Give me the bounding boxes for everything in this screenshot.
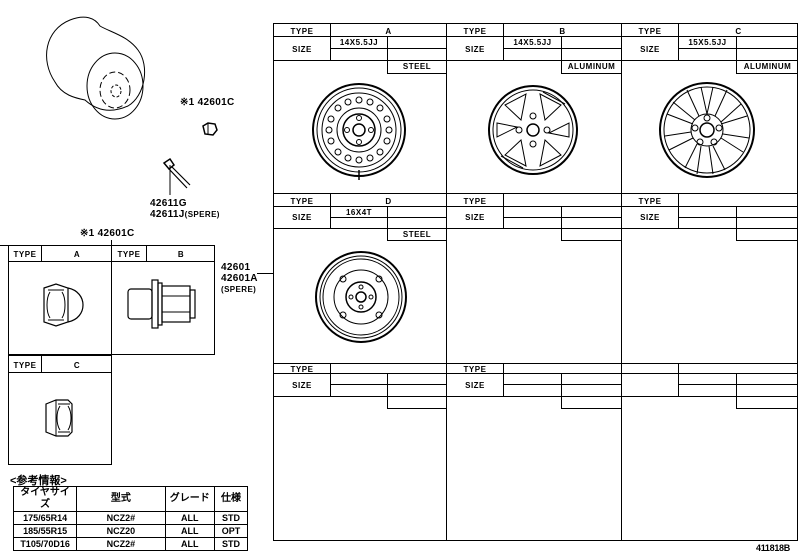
- part-number: 42611J: [150, 209, 185, 220]
- steel-wheel-icon: [312, 83, 406, 180]
- reference-table: タイヤサイズ 型式 グレード 仕様 175/65R14 NCZ2# ALL ST…: [12, 486, 249, 551]
- type-label: TYPE: [463, 197, 487, 206]
- wheel-grid: [273, 23, 798, 541]
- type-value: D: [385, 197, 392, 206]
- size-label: SIZE: [465, 45, 485, 54]
- spare-note: (SPERE): [221, 285, 257, 294]
- table-row: 175/65R14 NCZ2# ALL STD: [12, 511, 249, 525]
- nut-type-b-cell: [111, 245, 215, 355]
- cell-grade: ALL: [164, 511, 215, 525]
- cell-spec: STD: [213, 511, 249, 525]
- cell-tire-size: 185/55R15: [12, 524, 78, 538]
- size-label: SIZE: [640, 45, 660, 54]
- type-label: TYPE: [290, 365, 314, 374]
- type-value: C: [735, 27, 742, 36]
- header-tire-size: タイヤサイズ: [12, 486, 78, 512]
- lug-nut-icon: [202, 122, 218, 136]
- cell-tire-size: 175/65R14: [12, 511, 78, 525]
- type-value: B: [559, 27, 566, 36]
- type-value: C: [73, 361, 81, 370]
- part-number: 42601C: [97, 228, 135, 239]
- cell-spec: OPT: [213, 524, 249, 538]
- size-value: 15X5.5JJ: [688, 38, 727, 47]
- type-label: TYPE: [638, 197, 662, 206]
- size-value: 16X4T: [345, 208, 373, 217]
- cell-model: NCZ20: [76, 524, 166, 538]
- part-number: 42601: [221, 262, 251, 273]
- size-label: SIZE: [640, 213, 660, 222]
- type-label: TYPE: [117, 250, 141, 259]
- header-grade: グレード: [164, 486, 215, 512]
- flanged-nut-icon: [127, 279, 196, 329]
- note-mark: ※1: [80, 228, 95, 239]
- type-label: TYPE: [463, 365, 487, 374]
- reference-title: <参考情報>: [10, 475, 67, 487]
- type-label: TYPE: [290, 27, 314, 36]
- size-label: SIZE: [292, 213, 312, 222]
- type-value: B: [177, 250, 185, 259]
- material-value: STEEL: [402, 230, 432, 239]
- cell-grade: ALL: [164, 524, 215, 538]
- table-row: T105/70D16 NCZ2# ALL STD: [12, 537, 249, 551]
- figure-id: 411818B: [756, 543, 790, 553]
- cell-model: NCZ2#: [76, 537, 166, 551]
- callout-valve: 42611G 42611J(SPERE): [150, 198, 220, 220]
- type-label: TYPE: [638, 27, 662, 36]
- alloy-wheel-8spoke-icon: [488, 85, 578, 175]
- wheel-assembly-icon: [46, 16, 146, 120]
- size-value: 14X5.5JJ: [339, 38, 379, 47]
- size-label: SIZE: [465, 213, 485, 222]
- material-value: STEEL: [402, 62, 432, 71]
- type-label: TYPE: [290, 197, 314, 206]
- cell-model: NCZ2#: [76, 511, 166, 525]
- size-label: SIZE: [465, 381, 485, 390]
- part-number: 42601A: [221, 273, 258, 284]
- valve-stem-icon: [162, 157, 191, 195]
- nut-type-c-cell: [8, 355, 112, 465]
- type-value: A: [73, 250, 81, 259]
- spare-wheel-icon: [315, 251, 407, 343]
- callout-nut-box: ※1 42601C: [80, 229, 134, 239]
- part-number: 42601C: [197, 97, 235, 108]
- type-label: TYPE: [463, 27, 487, 36]
- cell-spec: STD: [213, 537, 249, 551]
- spare-note: (SPERE): [184, 210, 220, 219]
- cap-nut-icon: [43, 283, 84, 327]
- cell-grade: ALL: [164, 537, 215, 551]
- hex-nut-icon: [45, 399, 73, 437]
- type-label: TYPE: [13, 361, 37, 370]
- table-row: 185/55R15 NCZ20 ALL OPT: [12, 524, 249, 538]
- callout-wheel: 42601 42601A (SPERE): [221, 262, 258, 295]
- size-label: SIZE: [292, 381, 312, 390]
- cell-tire-size: T105/70D16: [12, 537, 78, 551]
- part-number: 42611G: [150, 198, 187, 209]
- type-label: TYPE: [13, 250, 37, 259]
- header-model: 型式: [76, 486, 166, 512]
- material-value: ALUMINUM: [743, 62, 792, 71]
- material-value: ALUMINUM: [567, 62, 616, 71]
- size-value: 14X5.5JJ: [513, 38, 552, 47]
- table-header-row: タイヤサイズ 型式 グレード 仕様: [12, 486, 249, 512]
- alloy-wheel-10spoke-icon: [659, 82, 755, 178]
- callout-nut-top: ※1 42601C: [180, 98, 234, 108]
- size-label: SIZE: [292, 45, 312, 54]
- note-mark: ※1: [180, 97, 195, 108]
- type-value: A: [385, 27, 392, 36]
- header-spec: 仕様: [213, 486, 249, 512]
